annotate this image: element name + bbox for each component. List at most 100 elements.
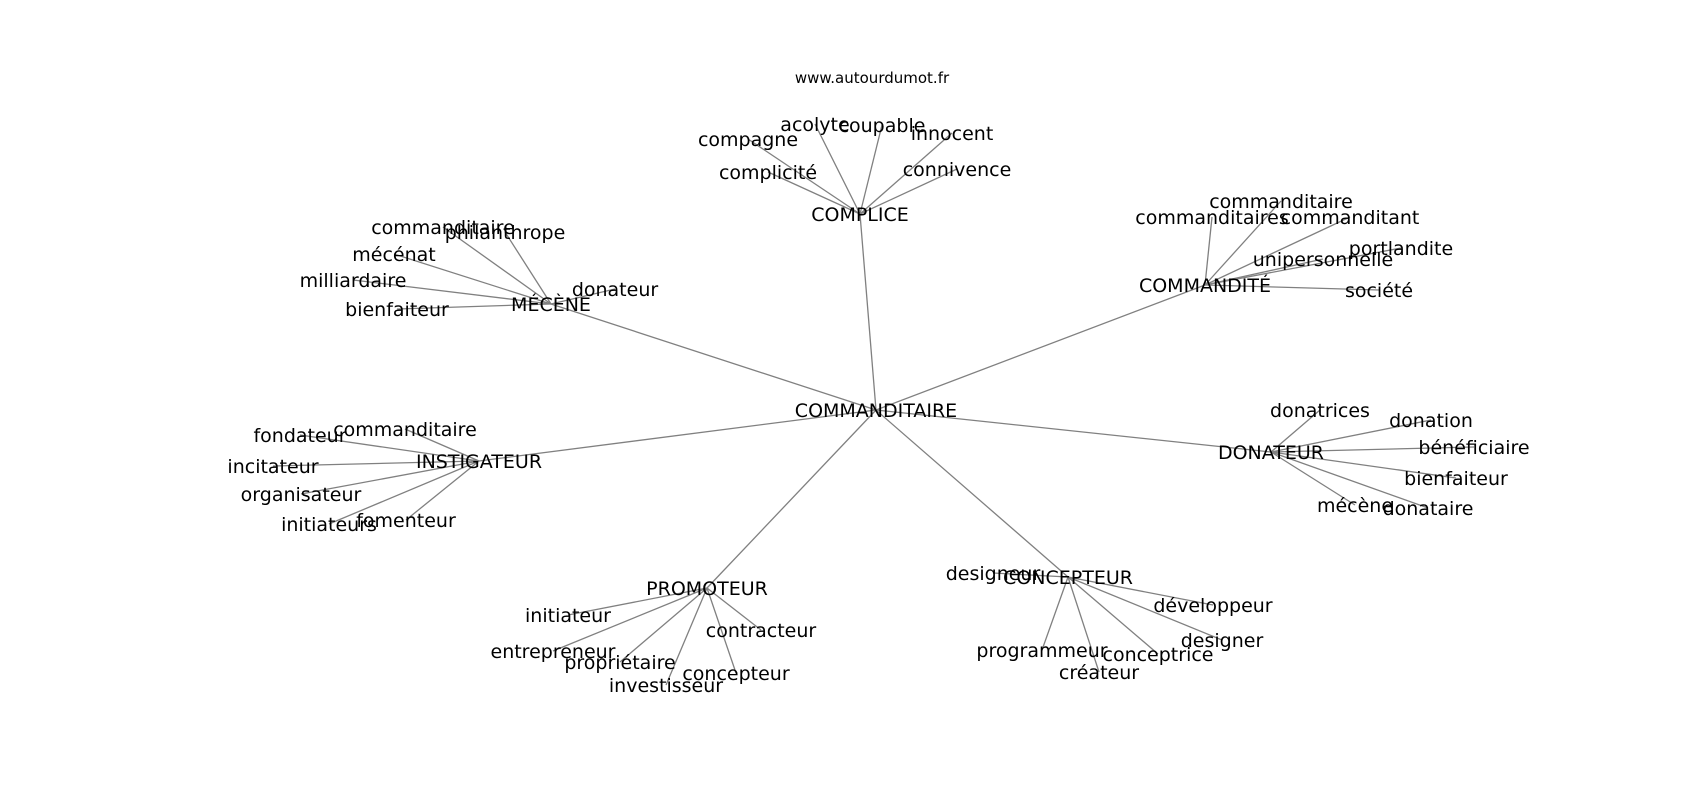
edge-mecene-leaf [396, 303, 552, 310]
leaf-word-concepteur: designer [1181, 630, 1264, 652]
edge-complice-leaf [814, 123, 861, 215]
edge-center-mecene [550, 303, 877, 411]
leaf-word-instigateur: initiateurs [281, 514, 377, 536]
edge-promoteur-leaf [552, 587, 708, 652]
hub-label-commandite: COMMANDITÉ [1139, 274, 1271, 297]
leaf-word-complice: compagne [698, 129, 798, 151]
leaf-word-commandite: commanditant [1281, 207, 1420, 229]
center-word: COMMANDITAIRE [795, 400, 957, 422]
edge-commandite-leaf [1204, 216, 1213, 286]
edge-donateur-leaf [1270, 451, 1356, 506]
hub-label-complice: COMPLICE [811, 204, 909, 226]
edge-commandite-leaf [1204, 200, 1282, 286]
edge-promoteur-leaf [665, 587, 708, 686]
edge-instigateur-leaf [272, 460, 480, 467]
edge-complice-leaf [747, 138, 861, 215]
leaf-word-mecene: commanditaire [371, 217, 515, 239]
hub-label-mecene: MÉCÈNE [511, 293, 591, 316]
edge-donateur-leaf [1270, 451, 1457, 479]
leaf-word-commandite: unipersonnelle [1253, 249, 1393, 271]
edge-commandite-leaf [1204, 216, 1351, 286]
edge-center-complice [859, 213, 877, 411]
leaf-word-commandite: commanditaire [1209, 191, 1353, 213]
leaf-word-promoteur: concepteur [682, 663, 789, 685]
edge-concepteur-leaf [992, 572, 1069, 578]
leaf-word-complice: acolyte [780, 114, 849, 136]
edge-instigateur-leaf [405, 460, 480, 521]
leaf-word-donateur: donatrices [1270, 400, 1370, 422]
hub-label-concepteur: CONCEPTEUR [1003, 567, 1133, 589]
watermark-text: www.autourdumot.fr [795, 69, 950, 87]
edge-complice-leaf [859, 168, 958, 215]
leaf-word-promoteur: contracteur [706, 620, 817, 642]
edge-complice-leaf [859, 132, 953, 215]
edge-promoteur-leaf [706, 587, 737, 674]
leaf-word-instigateur: organisateur [241, 484, 362, 506]
leaf-word-donateur: bienfaiteur [1404, 468, 1508, 490]
hub-label-instigateur: INSTIGATEUR [416, 451, 542, 473]
edge-center-commandite [875, 284, 1206, 411]
edge-commandite-leaf [1204, 247, 1402, 286]
edge-instigateur-leaf [299, 434, 480, 462]
edge-complice-leaf [859, 124, 883, 215]
leaf-word-donateur: mécène [1317, 495, 1393, 517]
leaf-word-donateur: donation [1389, 410, 1473, 432]
edge-donateur-leaf [1270, 451, 1429, 509]
edge-mecene-leaf [442, 226, 552, 305]
edge-center-promoteur [706, 409, 877, 589]
hub-label-promoteur: PROMOTEUR [646, 578, 768, 600]
leaf-word-complice: connivence [903, 159, 1012, 181]
edge-donateur-leaf [1270, 446, 1475, 453]
edge-center-instigateur [478, 409, 877, 462]
leaf-word-promoteur: propriétaire [564, 652, 675, 674]
leaf-word-mecene: milliardaire [300, 270, 407, 292]
leaf-word-commandite: commanditaires [1135, 207, 1288, 229]
edge-promoteur-leaf [706, 587, 762, 631]
leaf-word-concepteur: développeur [1153, 595, 1272, 617]
leaf-word-commandite: portlandite [1349, 238, 1453, 260]
leaf-word-commandite: société [1345, 280, 1413, 302]
leaf-word-mecene: donateur [572, 279, 659, 301]
edge-mecene-leaf [352, 279, 552, 305]
leaf-word-mecene: mécénat [352, 244, 435, 266]
edge-instigateur-leaf [328, 460, 480, 525]
edge-concepteur-leaf [1067, 576, 1214, 606]
edge-instigateur-leaf [300, 460, 480, 495]
leaf-word-promoteur: investisseur [609, 675, 723, 697]
edge-promoteur-leaf [567, 587, 708, 616]
leaf-word-concepteur: designeur [946, 563, 1041, 585]
leaf-word-concepteur: conceptrice [1103, 644, 1214, 666]
leaf-word-promoteur: initiateur [525, 605, 611, 627]
edge-concepteur-leaf [1067, 576, 1223, 641]
edge-commandite-leaf [1204, 258, 1324, 286]
edge-concepteur-leaf [1041, 576, 1069, 651]
leaf-word-complice: coupable [839, 115, 926, 137]
leaf-word-mecene: bienfaiteur [345, 299, 449, 321]
leaf-word-promoteur: entrepreneur [491, 641, 616, 663]
leaf-word-complice: innocent [911, 123, 994, 145]
edge-center-concepteur [875, 409, 1069, 578]
leaf-word-concepteur: créateur [1059, 662, 1139, 684]
edge-concepteur-leaf [1067, 576, 1159, 655]
edge-concepteur-leaf [1067, 576, 1100, 673]
leaf-word-concepteur: programmeur [976, 640, 1107, 662]
edge-complice-leaf [767, 171, 861, 215]
edge-donateur-leaf [1270, 409, 1321, 453]
edge-center-donateur [875, 409, 1272, 453]
edge-promoteur-leaf [619, 587, 708, 663]
edge-commandite-leaf [1204, 284, 1380, 291]
edge-mecene-leaf [393, 253, 552, 305]
leaf-word-instigateur: commanditaire [333, 419, 477, 441]
edge-donateur-leaf [1270, 419, 1432, 453]
leaf-word-mecene: philanthrope [445, 222, 566, 244]
hub-label-donateur: DONATEUR [1218, 442, 1324, 464]
edge-instigateur-leaf [404, 428, 480, 462]
leaf-word-instigateur: incitateur [227, 456, 318, 478]
leaf-word-donateur: bénéficiaire [1418, 437, 1529, 459]
leaf-word-donateur: donataire [1383, 498, 1474, 520]
leaf-word-instigateur: fomenteur [356, 510, 456, 532]
edge-mecene-leaf [504, 231, 552, 305]
leaf-word-instigateur: fondateur [253, 425, 346, 447]
edge-mecene-leaf [550, 288, 616, 305]
